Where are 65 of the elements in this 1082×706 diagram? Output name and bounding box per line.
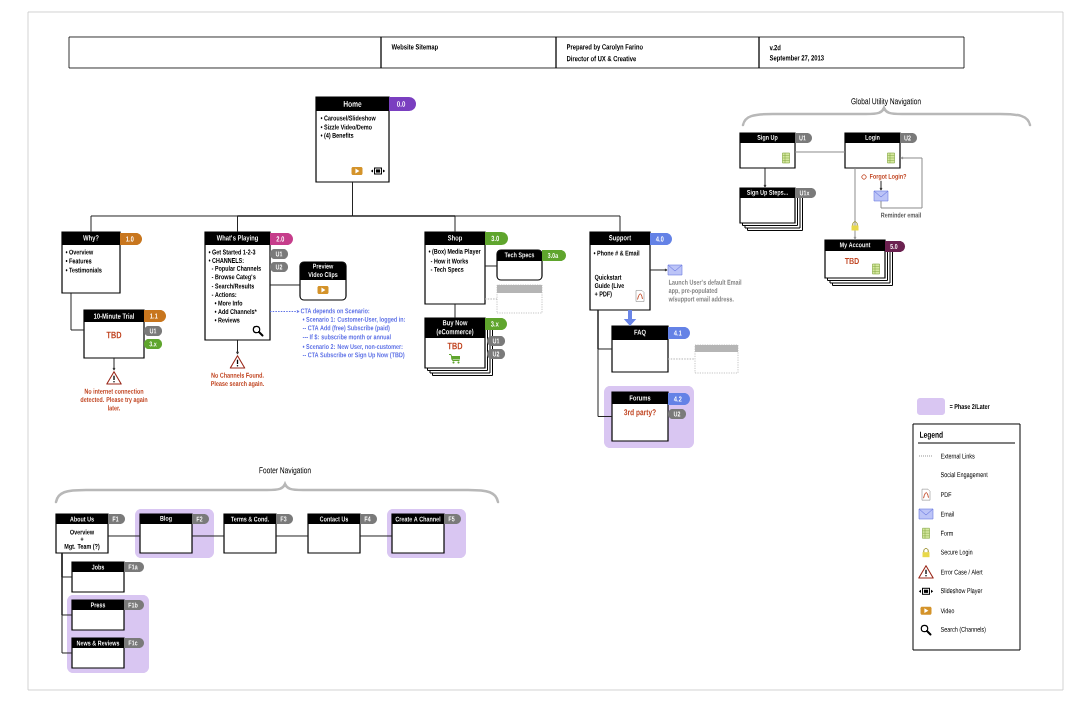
- warning-icon: [106, 371, 122, 385]
- page-box: [844, 132, 901, 169]
- connector: [619, 215, 621, 233]
- title-bar: Home: [316, 97, 389, 111]
- page-box: [83, 309, 145, 359]
- page-box: [307, 513, 361, 554]
- status-text: 3rd party?: [624, 409, 656, 417]
- page-box: [424, 317, 493, 376]
- page-box: [299, 261, 347, 301]
- placeholder-box: [694, 344, 739, 374]
- connector: [269, 284, 301, 286]
- page-box: [55, 513, 109, 554]
- page-box: [204, 231, 271, 341]
- connector: [61, 552, 63, 654]
- page-box: [424, 231, 486, 305]
- page-box: [71, 637, 125, 669]
- placeholder-box: [496, 284, 543, 314]
- section-heading: Footer Navigation: [259, 467, 311, 475]
- page-box: [71, 599, 125, 631]
- page-box: [139, 513, 193, 554]
- connector: [794, 151, 846, 153]
- legend-title: Legend: [920, 431, 943, 440]
- arrow: [236, 339, 239, 355]
- status-text: TBD: [106, 331, 122, 339]
- page-box: [223, 513, 277, 554]
- page-box: [496, 249, 543, 281]
- status-text: TBD: [447, 342, 463, 350]
- connector: [597, 309, 599, 417]
- arrow: [763, 167, 767, 188]
- page-box: [739, 132, 796, 169]
- envelope-icon: [667, 264, 683, 276]
- connector: [61, 614, 73, 616]
- page-box: [611, 325, 669, 373]
- connector: [454, 215, 456, 233]
- connector: [61, 652, 73, 654]
- section-heading: Global Utility Navigation: [851, 98, 921, 106]
- page-box: [589, 231, 651, 311]
- page-box: [611, 391, 669, 442]
- connector: [359, 535, 393, 537]
- connector: [90, 215, 92, 233]
- connector: [107, 535, 141, 537]
- page-box: [315, 96, 390, 183]
- connector: [454, 303, 456, 319]
- page-box: [61, 231, 121, 294]
- envelope-icon: [873, 190, 889, 202]
- arrow: [269, 310, 300, 313]
- connector: [597, 348, 613, 350]
- warning-icon: [229, 355, 246, 369]
- page-box: [71, 561, 125, 593]
- connector: [61, 576, 73, 578]
- arrow: [112, 357, 116, 371]
- connector: [275, 535, 309, 537]
- connector: [597, 416, 613, 417]
- page-box: [391, 513, 445, 554]
- connector: [484, 298, 498, 300]
- arrow: [649, 268, 668, 272]
- arrow: [880, 156, 923, 209]
- connector: [70, 292, 85, 331]
- connector: [237, 215, 238, 233]
- arrow: [853, 167, 857, 240]
- arrow: [879, 180, 883, 191]
- connector: [90, 181, 621, 217]
- connector: [484, 265, 498, 267]
- connector: [191, 535, 225, 537]
- status-text: TBD: [844, 257, 859, 265]
